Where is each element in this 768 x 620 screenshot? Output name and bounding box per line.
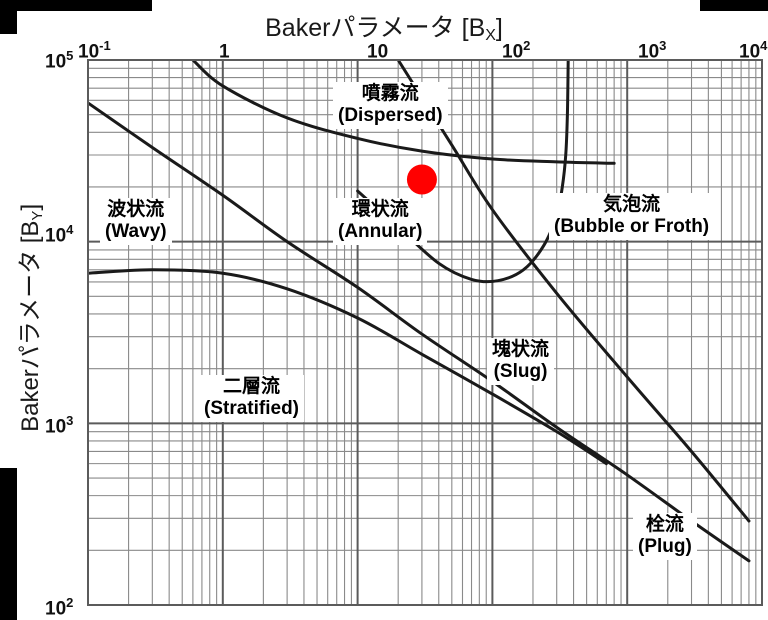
x-tick-label-3: 102 [502, 38, 530, 63]
boundary-curve [396, 60, 751, 523]
y-tick-2-exponent: 3 [66, 413, 74, 428]
region-label-slug-en: (Slug) [493, 361, 548, 383]
x-tick-label-5: 104 [739, 38, 767, 63]
x-tick-0-exponent: -1 [99, 38, 111, 53]
x-tick-0-mantissa: 10 [78, 41, 100, 63]
x-tick-label-2: 10 [367, 38, 388, 63]
region-label-stratified-en: (Stratified) [204, 398, 299, 420]
x-tick-1-mantissa: 1 [219, 41, 230, 63]
region-label-dispersed-jp: 噴霧流 [361, 83, 419, 104]
boundary-curve [88, 101, 751, 563]
region-label-dispersed-en: (Dispersed) [338, 105, 443, 127]
region-label-wavy-en: (Wavy) [105, 221, 167, 243]
y-tick-3-exponent: 2 [66, 595, 74, 610]
region-label-bubble-jp: 気泡流 [603, 194, 661, 215]
regime-boundary-curves [88, 60, 751, 563]
plot-frame [87, 59, 763, 606]
x-tick-4-exponent: 3 [659, 38, 667, 53]
x-tick-3-mantissa: 10 [502, 41, 524, 63]
chart-title-main: Bakerパラメータ [B [265, 14, 486, 42]
y-tick-label-3: 102 [45, 595, 73, 620]
region-label-slug-jp: 塊状流 [492, 339, 550, 360]
chart-title: Bakerパラメータ [BX] [0, 8, 768, 45]
boundary-curve [191, 60, 616, 165]
x-tick-4-mantissa: 10 [638, 41, 660, 63]
decorative-bar-left-top [0, 0, 17, 34]
grid-minor-lines [88, 60, 762, 605]
region-label-stratified-jp: 二層流 [222, 376, 280, 397]
region-label-annular-jp: 環状流 [351, 199, 409, 220]
x-tick-5-mantissa: 10 [739, 41, 761, 63]
decorative-bar-top-left [0, 0, 152, 11]
y-tick-3-mantissa: 10 [45, 598, 67, 620]
boundary-curve [88, 268, 608, 466]
y-tick-2-mantissa: 10 [45, 416, 67, 438]
y-tick-1-exponent: 4 [66, 222, 74, 237]
region-label-slug: 塊状流 (Slug) [487, 338, 555, 385]
x-tick-label-0: 10-1 [78, 38, 111, 63]
region-label-plug: 栓流 (Plug) [633, 513, 697, 560]
region-label-bubble-en: (Bubble or Froth) [554, 216, 710, 238]
y-tick-label-0: 105 [45, 48, 73, 73]
region-label-plug-jp: 栓流 [645, 514, 684, 535]
region-label-plug-en: (Plug) [638, 536, 692, 558]
y-tick-0-exponent: 5 [66, 48, 74, 63]
region-label-wavy-jp: 波状流 [107, 199, 165, 220]
decorative-bar-top-right [700, 0, 768, 11]
region-label-wavy: 波状流 (Wavy) [100, 198, 172, 245]
y-tick-0-mantissa: 10 [45, 51, 67, 73]
x-tick-2-mantissa: 10 [367, 41, 389, 63]
y-tick-label-1: 104 [45, 222, 73, 247]
region-label-annular: 環状流 (Annular) [333, 198, 428, 245]
boundary-curve [356, 60, 570, 284]
chart-title-subscript: X [485, 27, 496, 44]
region-label-stratified: 二層流 (Stratified) [199, 375, 304, 422]
y-tick-label-2: 103 [45, 413, 73, 438]
y-tick-1-mantissa: 10 [45, 225, 67, 247]
decorative-bar-left-bottom [0, 468, 17, 620]
data-point-marker[interactable] [406, 164, 437, 195]
x-tick-label-1: 1 [219, 38, 230, 63]
chart-title-close: ] [495, 14, 503, 42]
region-label-annular-en: (Annular) [338, 221, 423, 243]
x-tick-5-exponent: 4 [760, 38, 768, 53]
x-tick-3-exponent: 2 [523, 38, 531, 53]
x-tick-label-4: 103 [638, 38, 666, 63]
region-label-dispersed: 噴霧流 (Dispersed) [333, 82, 448, 129]
region-label-bubble: 気泡流 (Bubble or Froth) [549, 193, 715, 240]
